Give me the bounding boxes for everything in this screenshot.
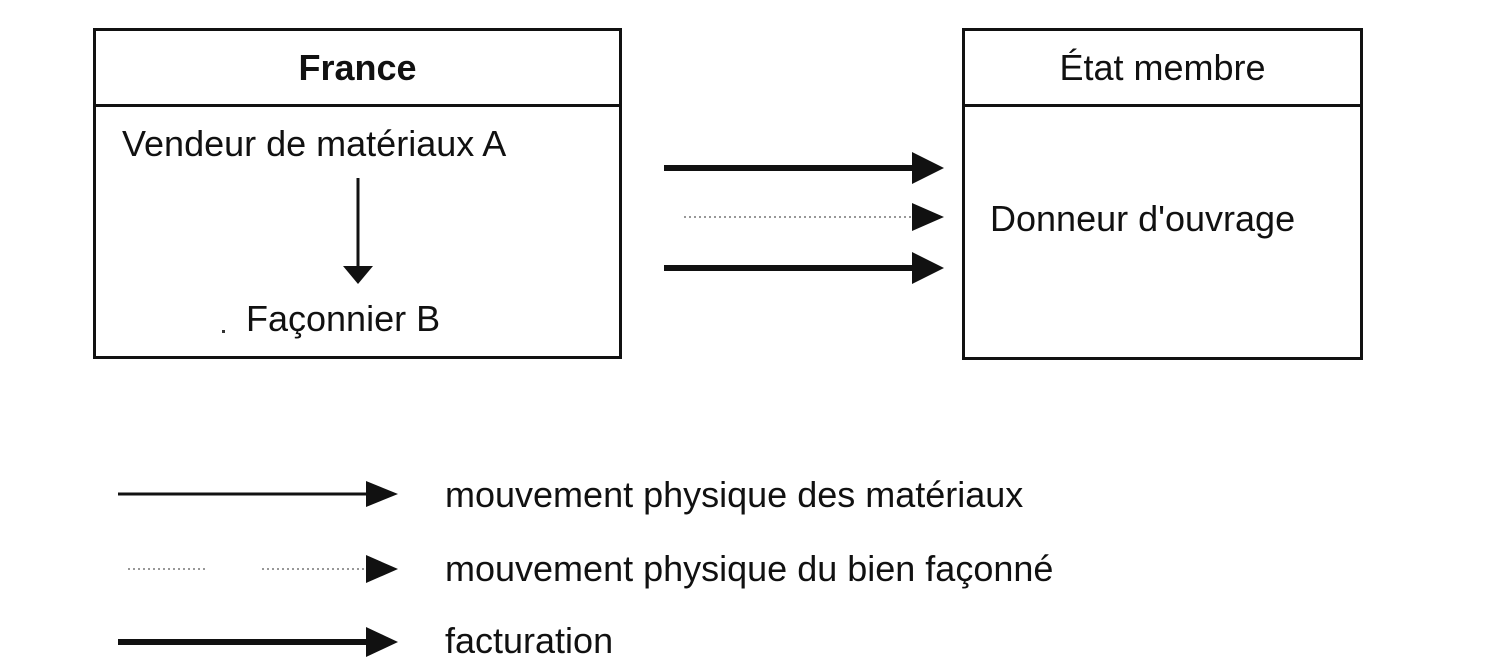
vendor-a-label: Vendeur de matériaux A (122, 123, 507, 164)
legend-materials-arrow (118, 481, 398, 507)
processor-b-label: Façonnier B (246, 298, 441, 339)
materials-flow-arrow (664, 152, 944, 184)
legend-invoicing-arrow (118, 627, 398, 657)
member-state-box-title: État membre (965, 31, 1360, 107)
france-box: France (93, 28, 622, 359)
france-box-title: France (96, 31, 619, 107)
legend-invoicing-label: facturation (445, 620, 614, 661)
scan-speck (222, 330, 225, 333)
finished-good-flow-arrow (684, 203, 944, 231)
legend-finished-good-arrow (128, 555, 398, 583)
legend-finished-good-label: mouvement physique du bien façonné (445, 548, 1054, 589)
member-state-box: État membre (962, 28, 1363, 360)
client-label: Donneur d'ouvrage (990, 198, 1296, 239)
legend-materials-label: mouvement physique des matériaux (445, 474, 1024, 515)
invoicing-flow-arrow (664, 252, 944, 284)
